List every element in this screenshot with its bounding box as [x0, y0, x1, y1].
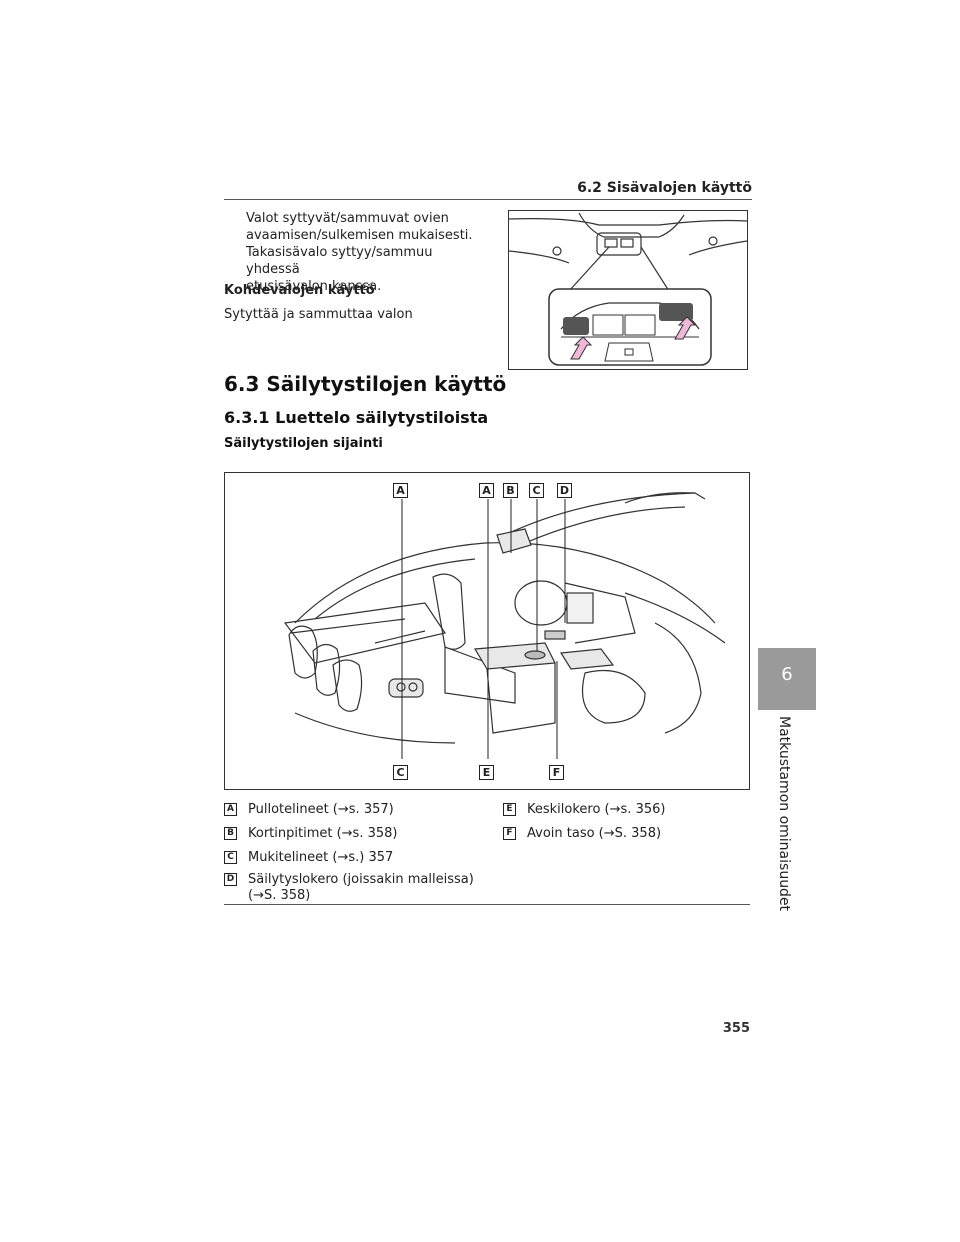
location-heading: Säilytystilojen sijainti	[224, 436, 383, 451]
header-divider	[224, 199, 752, 200]
page-number: 355	[722, 1021, 750, 1036]
callout-a-front: A	[479, 483, 494, 498]
legend-key: E	[503, 803, 516, 816]
legend-text: Pullotelineet (→s. 357)	[248, 802, 394, 817]
legend-text: Mukitelineet (→s.) 357	[248, 850, 394, 865]
callout-c-bottom: C	[393, 765, 408, 780]
chapter-label: Matkustamon ominaisuudet	[776, 716, 796, 911]
legend-text: Kortinpitimet (→s. 358)	[248, 826, 398, 841]
callout-e: E	[479, 765, 494, 780]
legend-key: B	[224, 827, 237, 840]
intro-paragraph: Valot syttyvät/sammuvat ovien avaamisen/…	[246, 210, 486, 295]
cabin-drawing	[283, 492, 726, 759]
legend-key: C	[224, 851, 237, 864]
section-header: 6.2 Sisävalojen käyttö	[577, 180, 752, 196]
callout-c-top: C	[529, 483, 544, 498]
spotlight-heading: Kohdevalojen käyttö	[224, 283, 375, 298]
spotlight-text: Sytyttää ja sammuttaa valon	[224, 307, 413, 322]
chapter-label-text: Matkustamon ominaisuudet	[776, 716, 792, 912]
legend-text: Avoin taso (→S. 358)	[527, 826, 662, 841]
chapter-number: 6	[781, 664, 793, 685]
overhead-lamp-illustration	[508, 210, 748, 370]
callout-b: B	[503, 483, 518, 498]
legend-text-continued: (→S. 358)	[248, 888, 311, 903]
callout-a-rear: A	[393, 483, 408, 498]
chapter-tab	[758, 648, 816, 710]
cabin-storage-illustration: A A B C D C E F	[224, 472, 750, 790]
legend-key: F	[503, 827, 516, 840]
intro-line: Valot syttyvät/sammuvat ovien	[246, 211, 449, 226]
section-heading: 6.3 Säilytystilojen käyttö	[224, 372, 507, 396]
legend-key: D	[224, 873, 237, 886]
bottom-divider	[224, 904, 750, 905]
legend-text: Säilytyslokero (joissakin malleissa)	[248, 872, 474, 887]
subsection-heading: 6.3.1 Luettelo säilytystiloista	[224, 408, 489, 427]
intro-line: Takasisävalo syttyy/sammuu yhdessä	[246, 245, 433, 277]
overhead-lamp-drawing	[508, 212, 748, 366]
legend-text: Keskilokero (→s. 356)	[527, 802, 666, 817]
callout-d: D	[557, 483, 572, 498]
intro-line: avaamisen/sulkemisen mukaisesti.	[246, 228, 473, 243]
legend-key: A	[224, 803, 237, 816]
intro-line: etusisävalon kanssa.	[246, 279, 382, 294]
callout-f: F	[549, 765, 564, 780]
